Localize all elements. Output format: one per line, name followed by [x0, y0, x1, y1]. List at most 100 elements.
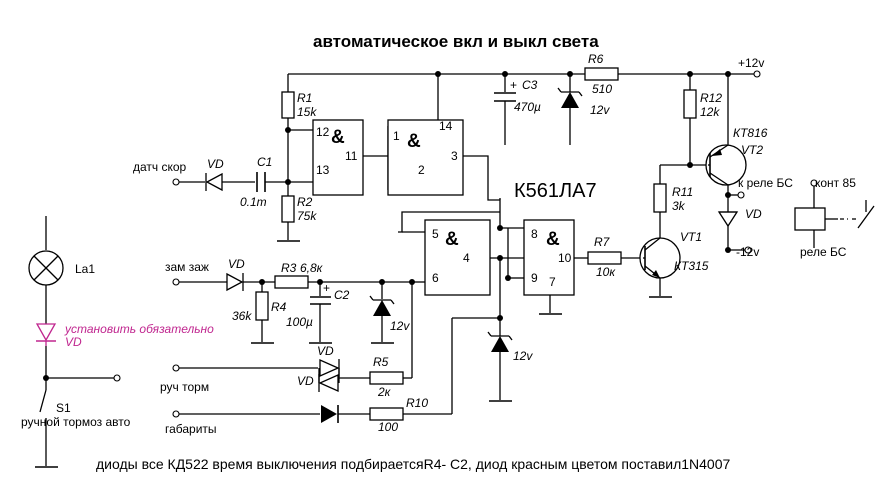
zener-diode-right [487, 331, 513, 402]
nand-gate-1 [312, 119, 364, 196]
resistor-r4 [255, 291, 269, 321]
resistor-r5 [369, 371, 404, 385]
top-supply-rail [287, 70, 761, 140]
r3-name: R3 [281, 261, 297, 275]
vt1-type: КТ315 [674, 259, 709, 273]
diagram-title: автоматическое вкл и выкл света [313, 32, 599, 51]
r1-value: 15k [297, 105, 317, 119]
r7-name: R7 [594, 235, 611, 249]
r3-value: 6,8к [300, 261, 324, 275]
parking-lights-terminal[interactable] [172, 410, 180, 418]
supply-plus-label: +12v [738, 56, 764, 70]
lamp-la1 [28, 216, 64, 324]
resistor-r3 [274, 275, 309, 289]
svg-text:6: 6 [432, 271, 439, 285]
r5-name: R5 [373, 355, 389, 369]
switch-label: S1 [56, 401, 71, 415]
zener-diode-c2 [369, 282, 395, 344]
r10-value: 100 [378, 420, 398, 434]
r4-value: 36k [232, 309, 252, 323]
resistor-r12 [683, 89, 697, 119]
diode-note-vd: VD [65, 335, 82, 349]
relay-output-label: конт 85 [815, 176, 856, 190]
parking-diode [321, 405, 370, 423]
r11-name: R11 [672, 185, 693, 199]
nand-gate-3 [424, 219, 491, 296]
c3-value: 470µ [514, 100, 541, 114]
handbrake-terminal[interactable] [172, 364, 180, 372]
vt1-name: VT1 [680, 230, 702, 244]
resistor-r1 [281, 91, 313, 196]
speed-sensor-terminal[interactable] [172, 178, 180, 186]
svg-text:&: & [445, 229, 459, 250]
zener-c2-label: 12v [390, 319, 410, 333]
svg-text:10: 10 [558, 251, 572, 265]
ignition-label: зам заж [165, 260, 209, 274]
resistor-r6 [584, 67, 619, 81]
svg-text:2: 2 [418, 163, 425, 177]
r12-value: 12k [700, 105, 720, 119]
r10-name: R10 [406, 396, 428, 410]
svg-text:+: + [323, 281, 330, 295]
c2-name: C2 [334, 288, 350, 302]
nand-gate-2 [387, 119, 464, 196]
speed-sensor-label: датч скор [133, 160, 187, 174]
relay-bs [794, 186, 875, 248]
r5-value: 2к [377, 385, 392, 399]
r7-value: 10к [596, 265, 616, 279]
svg-text:&: & [407, 131, 421, 152]
c1-value: 0.1m [240, 195, 267, 209]
svg-text:12: 12 [316, 125, 330, 139]
transistor-vt2 [705, 140, 747, 195]
r11-value: 3k [672, 199, 686, 213]
r6-name: R6 [588, 52, 604, 66]
resistor-r2 [277, 195, 300, 242]
vt2-type: КТ816 [733, 126, 768, 140]
relay-contact-label: к реле БС [738, 176, 793, 190]
svg-text:5: 5 [432, 227, 439, 241]
handbrake-diode-pair [318, 358, 370, 393]
svg-text:9: 9 [531, 271, 538, 285]
chip-name-label: К561ЛА7 [514, 180, 597, 202]
lamp-label: La1 [75, 262, 95, 276]
c1-name: C1 [257, 155, 272, 169]
c2-value: 100µ [286, 315, 313, 329]
svg-text:11: 11 [345, 149, 358, 163]
svg-text:8: 8 [531, 227, 538, 241]
r2-value: 75k [297, 209, 317, 223]
handbrake-diode-label-1: VD [317, 344, 334, 358]
speed-diode-label: VD [207, 157, 224, 171]
ignition-terminal[interactable] [172, 278, 180, 286]
c3-name: C3 [522, 78, 538, 92]
highlighted-diode [35, 323, 57, 346]
output-diode-label: VD [745, 207, 762, 221]
svg-text:3: 3 [451, 149, 458, 163]
svg-text:&: & [546, 229, 560, 250]
resistor-r11 [653, 183, 667, 213]
handbrake-label: руч торм [160, 380, 209, 394]
zener-right-label: 12v [513, 349, 533, 363]
diode-note: установить обязательно [64, 322, 214, 336]
svg-text:+: + [510, 78, 517, 92]
r2-name: R2 [297, 195, 313, 209]
svg-text:&: & [331, 127, 345, 148]
svg-text:14: 14 [439, 119, 453, 133]
r12-name: R12 [700, 91, 722, 105]
relay-label: реле БС [800, 245, 847, 259]
svg-text:7: 7 [549, 275, 556, 289]
svg-text:13: 13 [316, 163, 330, 177]
capacitor-c3 [494, 92, 516, 145]
vt2-name: VT2 [741, 143, 763, 157]
svg-text:1: 1 [393, 129, 400, 143]
speed-input-diode [179, 172, 255, 192]
svg-text:4: 4 [463, 251, 470, 265]
footer-note: диоды все КД522 время выключения подбира… [96, 456, 731, 472]
capacitor-c1 [256, 172, 288, 192]
r1-name: R1 [297, 91, 312, 105]
resistor-r10 [369, 407, 404, 421]
r6-value: 510 [592, 82, 612, 96]
supply-minus-label: -12v [736, 245, 759, 259]
handbrake-diode-label-2: VD [297, 374, 314, 388]
zener-diode-top [557, 87, 583, 145]
